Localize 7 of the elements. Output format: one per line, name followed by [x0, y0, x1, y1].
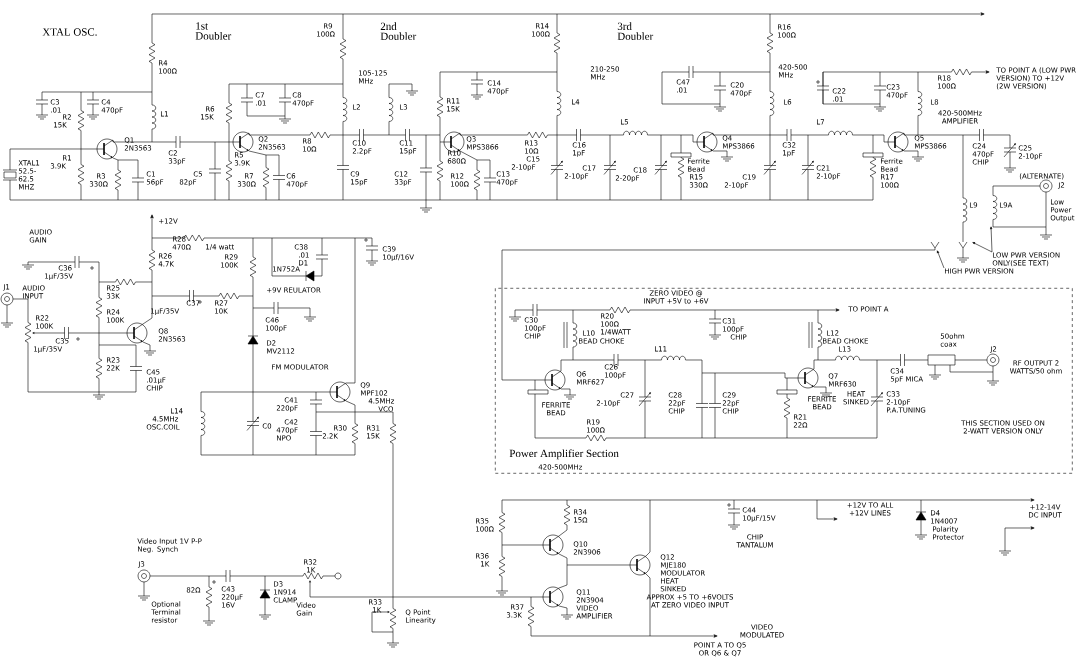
leader-line [972, 242, 993, 253]
leader-line [937, 250, 945, 269]
section-heading: 3rd Doubler [617, 22, 654, 40]
section-heading: 2nd Doubler [380, 22, 417, 40]
section-heading: XTAL OSC. [42, 28, 97, 36]
section-heading: 1st Doubler [195, 22, 232, 40]
leader-line [990, 226, 993, 253]
